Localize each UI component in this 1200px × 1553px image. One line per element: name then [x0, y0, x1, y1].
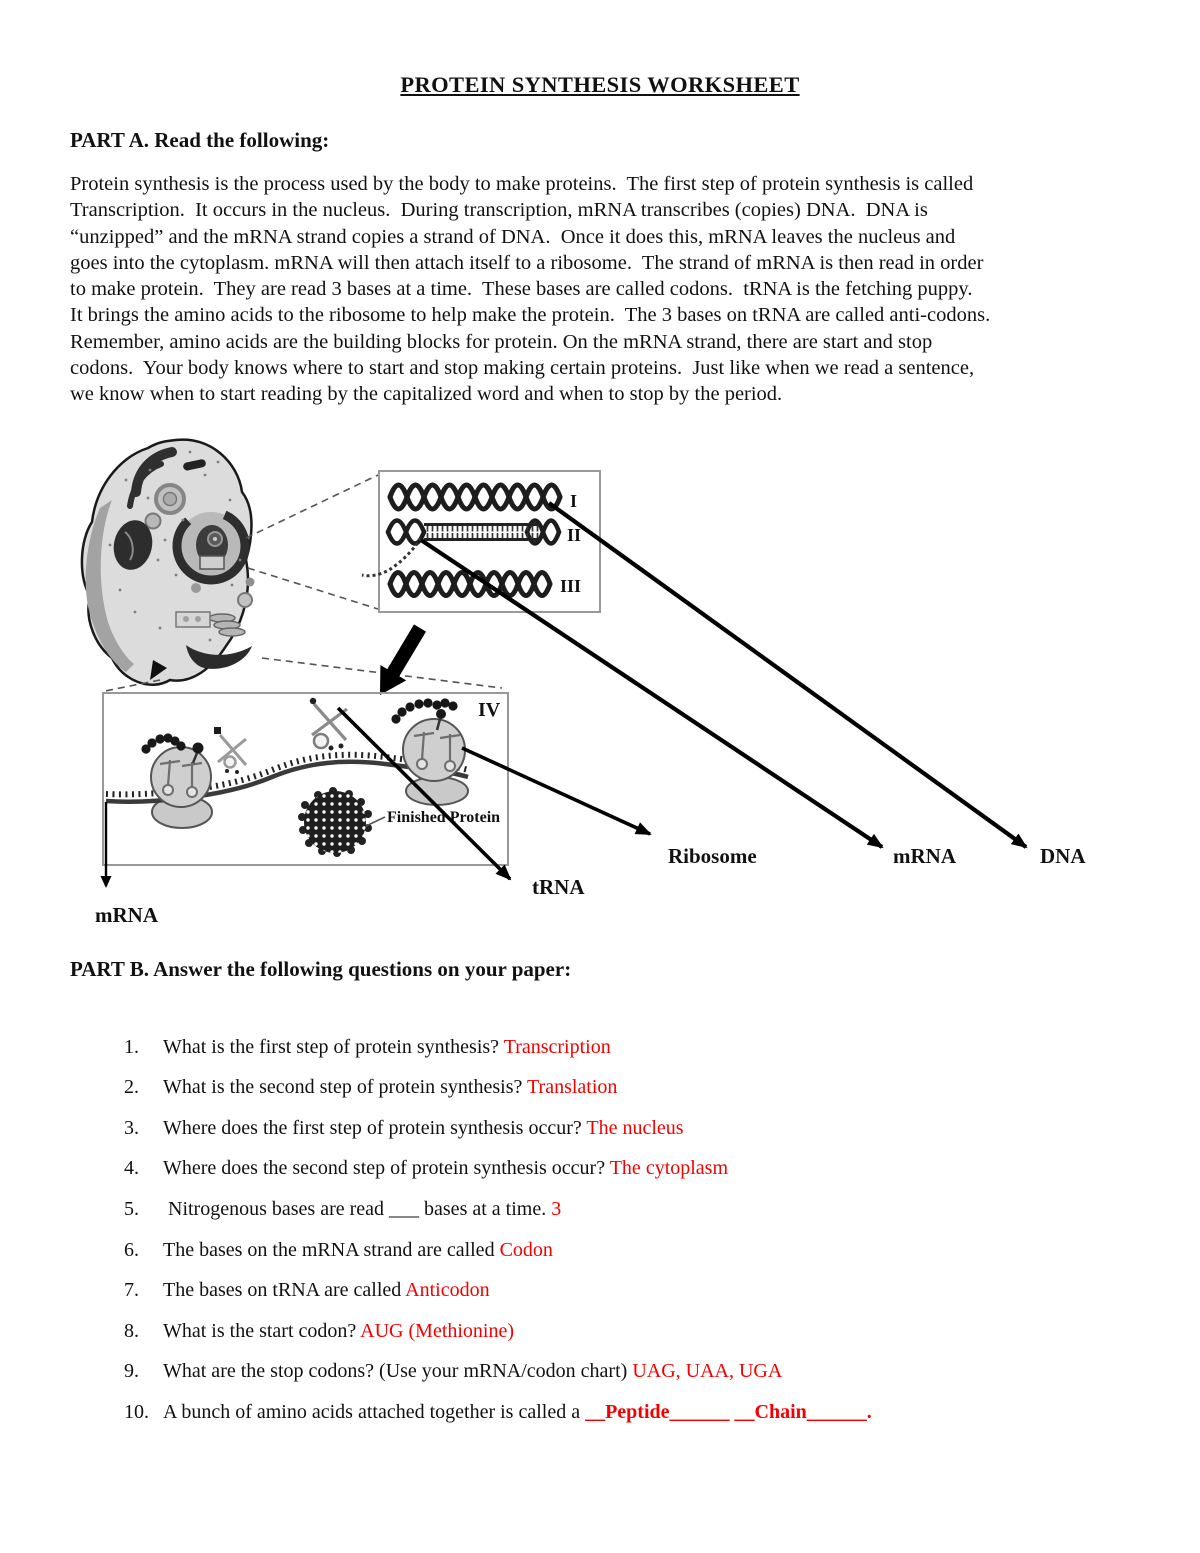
- part-b-heading: PART B. Answer the following questions o…: [70, 957, 572, 981]
- dna-label: DNA: [1040, 844, 1086, 868]
- answer-text: Translation: [527, 1076, 618, 1098]
- answer-text: 3: [551, 1198, 562, 1220]
- paragraph-line: to make protein. They are read 3 bases a…: [70, 278, 973, 301]
- dna-arrow: [547, 501, 1028, 849]
- answer-text: Transcription: [503, 1036, 611, 1058]
- question-number: 9.: [124, 1360, 139, 1382]
- question-row: 8. What is the start codon? AUG (Methioni…: [104, 1297, 514, 1366]
- ribosome-right-icon: [391, 698, 466, 782]
- finished-protein-icon: [298, 787, 386, 857]
- pointer-arrows: [100, 501, 1028, 888]
- answer-text: The cytoplasm: [609, 1157, 729, 1179]
- question-number: 4.: [124, 1157, 139, 1179]
- question-row: 3. Where does the first step of protein s…: [104, 1094, 684, 1163]
- question-text: The bases on tRNA are called: [163, 1279, 406, 1301]
- thick-down-arrow-icon: [380, 624, 426, 695]
- amino-acid-chain-icon: [391, 698, 458, 724]
- paragraph-line: codons. Your body knows where to start a…: [70, 357, 975, 380]
- mrna-strand-dotted-icon: [361, 537, 423, 578]
- stage-label-2: II: [567, 525, 581, 545]
- question-number: 8.: [124, 1320, 139, 1342]
- question-text: What are the stop codons? (Use your mRNA…: [163, 1360, 633, 1382]
- cytoplasm-speckles: [108, 450, 242, 642]
- question-text: What is the second step of protein synth…: [163, 1076, 528, 1098]
- answer-text: UAG, UAA, UGA: [632, 1360, 783, 1382]
- paragraph-line: It brings the amino acids to the ribosom…: [70, 304, 991, 327]
- question-row: 7. The bases on tRNA are called Anticodon: [104, 1256, 490, 1325]
- question-number: 1.: [124, 1036, 139, 1058]
- paragraph-line: we know when to start reading by the cap…: [70, 383, 783, 406]
- paragraph-line: goes into the cytoplasm. mRNA will then …: [70, 251, 984, 274]
- ribosome-label: Ribosome: [668, 844, 757, 868]
- question-text: A bunch of amino acids attached together…: [163, 1401, 586, 1423]
- stage-label-1: I: [570, 491, 577, 511]
- question-row: 4. Where does the second step of protein …: [104, 1134, 728, 1203]
- question-row: 9. What are the stop codons? (Use your mR…: [104, 1337, 782, 1406]
- cell-membrane-fold: [85, 500, 134, 672]
- question-number: 6.: [124, 1239, 139, 1261]
- cell-illustration-icon: [80, 438, 255, 686]
- mrna-arrow: [419, 538, 884, 849]
- stage-label-3: III: [560, 576, 581, 596]
- question-number: 7.: [124, 1279, 139, 1301]
- question-text: Where does the second step of protein sy…: [163, 1157, 610, 1179]
- question-text: Where does the first step of protein syn…: [163, 1117, 587, 1139]
- answer-text: __Peptide______ __Chain______.: [585, 1401, 872, 1423]
- finished-protein-label: Finished Protein: [387, 809, 500, 826]
- organelle-bar-icon: [183, 459, 206, 471]
- trna-molecule-icon: [309, 697, 348, 751]
- part-a-heading: PART A. Read the following:: [70, 128, 330, 152]
- question-row: 10. A bunch of amino acids attached toget…: [104, 1378, 872, 1447]
- question-row: 6. The bases on the mRNA strand are calle…: [104, 1216, 553, 1285]
- question-text: What is the start codon?: [163, 1320, 361, 1342]
- question-text: Nitrogenous bases are read ___ bases at …: [163, 1198, 552, 1220]
- dna-unzipped-icon: [361, 518, 562, 578]
- dna-helix-3-icon: [387, 570, 553, 598]
- question-text: The bases on the mRNA strand are called: [163, 1239, 500, 1261]
- stage-label-4: IV: [478, 699, 501, 721]
- answer-text: AUG (Methionine): [360, 1320, 515, 1342]
- trna-molecule-icon: [214, 727, 248, 774]
- answer-text: Codon: [499, 1239, 553, 1261]
- question-row: 5. Nitrogenous bases are read ___ bases …: [104, 1175, 561, 1244]
- question-number: 10.: [124, 1401, 149, 1423]
- question-row: 2. What is the second step of protein syn…: [104, 1053, 617, 1122]
- amino-acid-chain-icon: [141, 733, 186, 754]
- part-a-paragraph: Protein synthesis is the process used by…: [70, 171, 1195, 408]
- question-number: 2.: [124, 1076, 139, 1098]
- mrna-right-label: mRNA: [893, 844, 957, 868]
- ribosome-left-icon: [141, 733, 212, 808]
- translation-box: IV: [102, 692, 509, 866]
- paragraph-line: “unzipped” and the mRNA strand copies a …: [70, 225, 956, 248]
- question-number: 3.: [124, 1117, 139, 1139]
- trna-label: tRNA: [532, 875, 585, 899]
- transcription-box: I II III: [361, 470, 601, 613]
- paragraph-line: Remember, amino acids are the building b…: [70, 330, 933, 353]
- question-row: 1. What is the first step of protein synt…: [104, 1013, 611, 1082]
- nucleus-icon: [172, 507, 250, 585]
- ribosome-arrow: [461, 746, 652, 836]
- question-text: What is the first step of protein synthe…: [163, 1036, 504, 1058]
- mrna-left-label: mRNA: [95, 903, 159, 927]
- answer-text: Anticodon: [405, 1279, 490, 1301]
- question-number: 5.: [124, 1198, 139, 1220]
- page-title: PROTEIN SYNTHESIS WORKSHEET: [400, 72, 800, 97]
- paragraph-line: Transcription. It occurs in the nucleus.…: [70, 199, 928, 222]
- paragraph-line: Protein synthesis is the process used by…: [70, 173, 974, 195]
- answer-text: The nucleus: [586, 1117, 684, 1139]
- trna-arrow: [336, 706, 512, 881]
- dna-helix-1-icon: [387, 482, 563, 512]
